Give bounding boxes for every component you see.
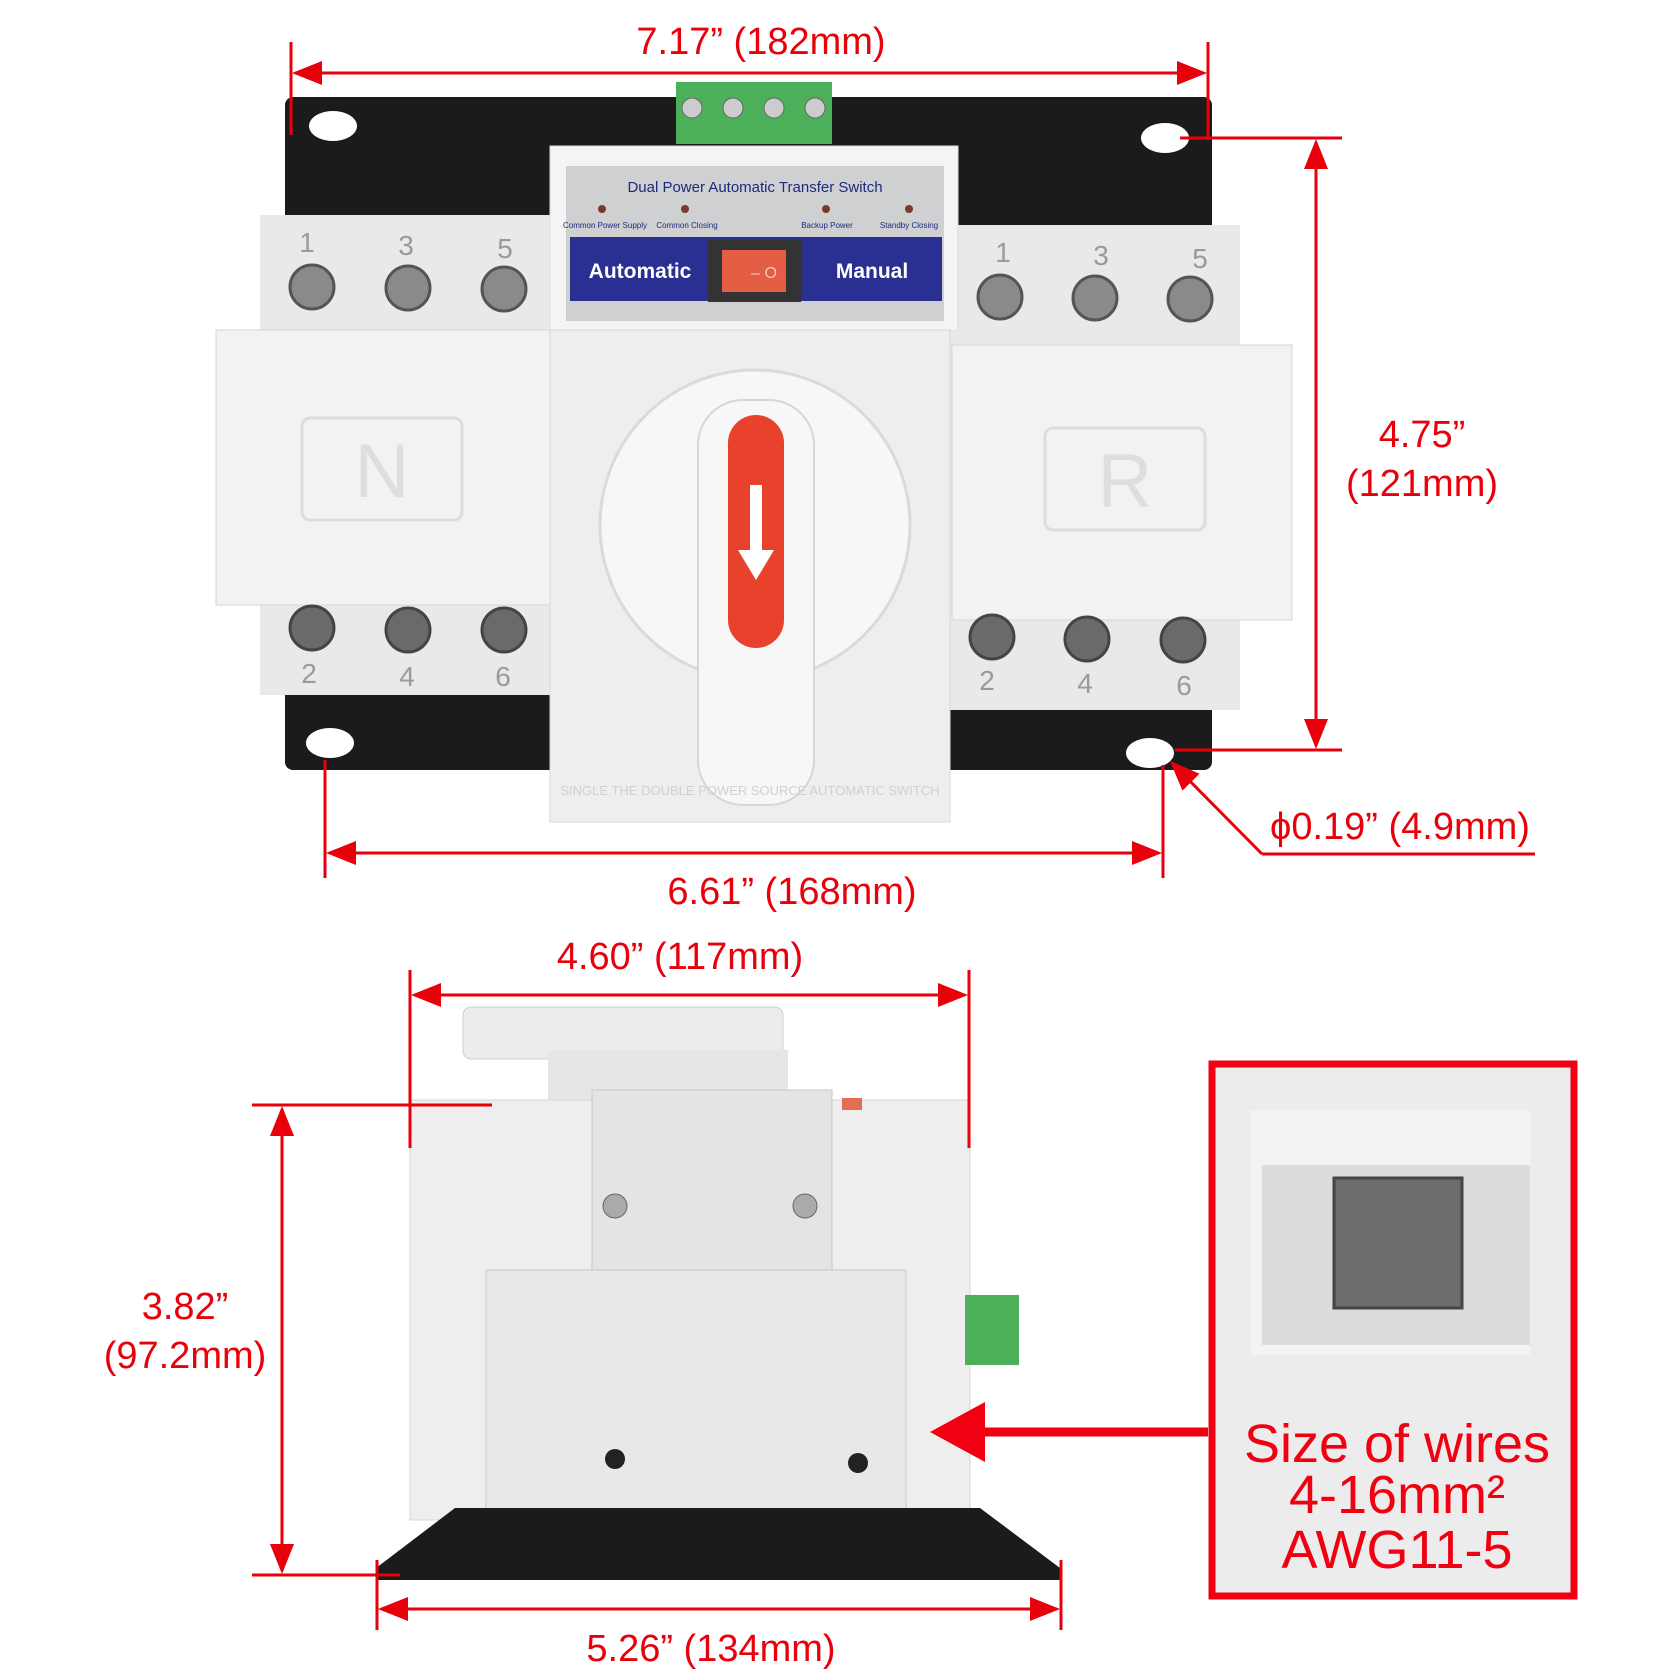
indicator-common-power-supply: Common Power Supply [563, 221, 647, 230]
svg-text:3: 3 [1093, 240, 1109, 271]
mount-hole [1141, 123, 1189, 153]
svg-text:5: 5 [1192, 243, 1208, 274]
svg-text:6: 6 [495, 661, 511, 692]
green-terminal-block [676, 82, 832, 144]
mount-hole [306, 728, 354, 758]
dim-depth-top: 4.60” (117mm) [557, 936, 803, 978]
indicator-common-closing: Common Closing [656, 221, 717, 230]
dim-side-height-mm: (97.2mm) [104, 1335, 267, 1377]
dim-top-width: 7.17” (182mm) [636, 21, 885, 63]
wire-hole [1332, 1176, 1464, 1310]
dim-height-mm: (121mm) [1346, 463, 1498, 505]
right-breaker-cover [951, 344, 1293, 621]
right-bottom-terminals: 2 4 6 [968, 613, 1207, 701]
callout-arrow-icon [930, 1402, 985, 1462]
arrow-down-icon [738, 485, 774, 580]
rocker-switch[interactable] [722, 250, 786, 292]
wire-size-callout: Size of wires 4-16mm² AWG11-5 [930, 1060, 1578, 1600]
dim-side-height-in: 3.82” [142, 1286, 229, 1328]
label-r: R [1098, 439, 1153, 524]
dim-height-in: 4.75” [1379, 414, 1466, 456]
svg-text:1: 1 [995, 237, 1011, 268]
side-base-plate [376, 1508, 1060, 1580]
mount-hole [309, 111, 357, 141]
callout-line1: Size of wires [1244, 1414, 1550, 1474]
mode-automatic: Automatic [589, 260, 692, 283]
callout-line3: AWG11-5 [1281, 1520, 1512, 1580]
svg-text:4: 4 [1077, 668, 1093, 699]
svg-text:5: 5 [497, 233, 513, 264]
bottom-print: SINGLE THE DOUBLE POWER SOURCE AUTOMATIC… [560, 783, 939, 798]
indicator-backup-power: Backup Power [801, 221, 853, 230]
side-green-terminal [965, 1295, 1019, 1365]
svg-text:3: 3 [398, 230, 414, 261]
indicator-leds: Common Power Supply Common Closing Backu… [563, 205, 938, 230]
dim-hole-diameter: ϕ0.19” (4.9mm) [1270, 806, 1530, 848]
svg-text:6: 6 [1176, 670, 1192, 701]
side-view [376, 1006, 1060, 1580]
svg-text:1: 1 [299, 227, 315, 258]
svg-text:4: 4 [399, 661, 415, 692]
front-view: N R 1 3 5 1 3 5 2 4 6 [215, 82, 1293, 823]
rocker-switch-symbols: – O [751, 265, 777, 282]
panel-title: Dual Power Automatic Transfer Switch [627, 179, 882, 196]
right-top-terminals: 1 3 5 [976, 237, 1214, 323]
left-top-terminals: 1 3 5 [288, 227, 528, 313]
svg-text:2: 2 [301, 658, 317, 689]
label-n: N [355, 429, 410, 514]
side-dimensions [252, 970, 1063, 1630]
front-dimensions [289, 42, 1535, 878]
left-breaker-cover [215, 329, 557, 606]
left-bottom-terminals: 2 4 6 [288, 604, 528, 692]
dim-hole-spacing: 6.61” (168mm) [667, 871, 916, 913]
mode-manual: Manual [836, 260, 908, 283]
indicator-standby-closing: Standby Closing [880, 221, 938, 230]
dim-base-width: 5.26” (134mm) [586, 1628, 835, 1670]
mount-hole [1126, 738, 1174, 768]
svg-text:2: 2 [979, 665, 995, 696]
callout-line2: 4-16mm² [1289, 1465, 1505, 1525]
